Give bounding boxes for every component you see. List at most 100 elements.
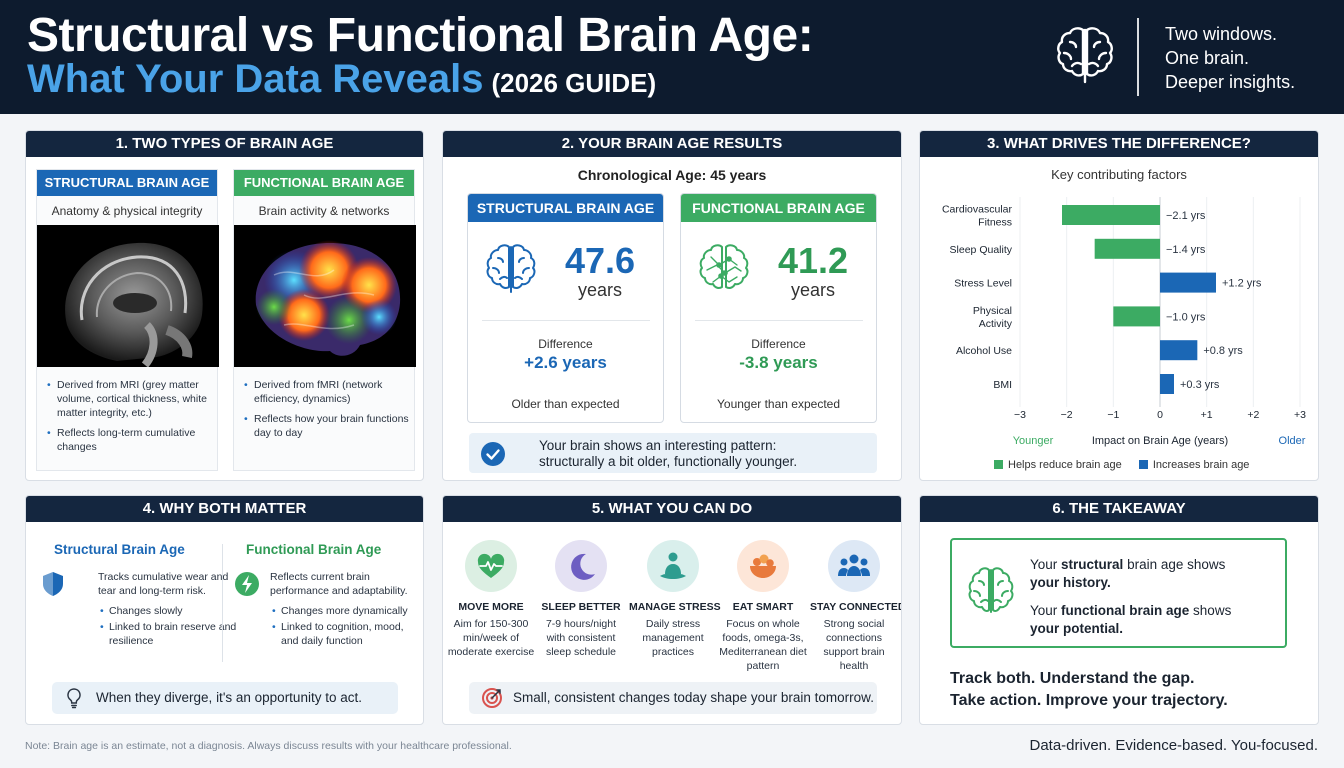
action-label: SLEEP BETTER [541, 601, 621, 613]
pattern-callout: Your brain shows an interesting pattern:… [469, 433, 877, 473]
panel-two-types: 1. TWO TYPES OF BRAIN AGE STRUCTURAL BRA… [25, 130, 424, 481]
list-item: Derived from MRI (grey matter volume, co… [47, 378, 215, 420]
action-manage-stress: MANAGE STRESS Daily stress management pr… [629, 540, 721, 659]
category-label: Sleep Quality [950, 244, 1013, 256]
category-label: Stress Level [954, 278, 1012, 290]
chart-bar [1062, 205, 1160, 225]
fmri-image [234, 225, 416, 367]
takeaway-emphasis: your history. [1030, 575, 1111, 590]
legend-increase: Increases brain age [1152, 459, 1250, 471]
functional-type-card: FUNCTIONAL BRAIN AGE Brain activity & ne… [233, 169, 416, 471]
takeaway-final-line: Take action. Improve your trajectory. [950, 692, 1228, 709]
panel-title: 6. THE TAKEAWAY [920, 496, 1318, 522]
action-sleep-better: SLEEP BETTER 7-9 hours/night with consis… [537, 540, 625, 659]
panel-title: 5. WHAT YOU CAN DO [443, 496, 901, 522]
tagline-line: Deeper insights. [1165, 72, 1296, 92]
functional-age-value: 41.2 [777, 240, 849, 281]
functional-matter-head: Functional Brain Age [246, 542, 382, 557]
action-move-more: MOVE MORE Aim for 150-300 min/week of mo… [447, 540, 535, 659]
category-label: Physical [973, 305, 1012, 317]
tagline: Two windows. One brain. Deeper insights. [1165, 22, 1295, 94]
tick-label: +1 [1201, 409, 1213, 421]
diverge-text: When they diverge, it's an opportunity t… [96, 690, 362, 705]
chart-legend: Helps reduce brain age Increases brain a… [994, 459, 1249, 471]
category-label: BMI [993, 379, 1012, 391]
list-item: Changes slowly [100, 604, 248, 618]
functional-diff-label: Difference [751, 337, 806, 351]
structural-diff-value: +2.6 years [524, 353, 607, 372]
action-label: MOVE MORE [458, 601, 524, 613]
food-bowl-icon [737, 540, 789, 592]
moon-icon [555, 540, 607, 592]
category-label: Activity [979, 318, 1013, 330]
list-item: Reflects long-term cumulative changes [47, 426, 215, 454]
functional-bullets: Derived from fMRI (network efficiency, d… [244, 378, 412, 446]
pattern-line: structurally a bit older, functionally y… [539, 454, 798, 469]
functional-matter-body: Reflects current brain performance and a… [270, 570, 420, 650]
action-label: EAT SMART [732, 601, 794, 613]
structural-matter-col: Structural Brain Age Tracks cumulative w… [43, 542, 236, 647]
action-desc: Strong social connections support brain … [823, 618, 885, 672]
structural-label: STRUCTURAL BRAIN AGE [37, 170, 217, 196]
category-label: Cardiovascular [942, 204, 1013, 216]
takeaway-structural: Your structural brain age shows your his… [1030, 556, 1280, 592]
value-label: −1.4 yrs [1166, 244, 1206, 256]
axis-left-label: Younger [1013, 435, 1054, 447]
chart-bar [1160, 374, 1174, 394]
value-label: +1.2 yrs [1222, 278, 1262, 290]
structural-age-unit: years [577, 280, 622, 300]
action-desc: Focus on whole foods, omega-3s, Mediterr… [719, 618, 807, 672]
takeaway-final-line: Track both. Understand the gap. [950, 670, 1195, 687]
structural-diff-label: Difference [538, 337, 593, 351]
functional-diff-note: Younger than expected [717, 397, 840, 411]
structural-matter-body: Tracks cumulative wear and tear and long… [98, 570, 248, 650]
takeaway-final: Track both. Understand the gap. Take act… [950, 668, 1228, 712]
list-item: Reflects how your brain functions day to… [244, 412, 412, 440]
tagline-line: Two windows. [1165, 24, 1278, 44]
panel-title: 4. WHY BOTH MATTER [26, 496, 423, 522]
structural-sub: Anatomy & physical integrity [51, 204, 203, 218]
action-label: MANAGE STRESS [629, 601, 721, 613]
action-desc: Aim for 150-300 min/week of moderate exe… [447, 618, 535, 658]
shield-icon [43, 572, 63, 596]
functional-result-label: FUNCTIONAL BRAIN AGE [681, 194, 876, 222]
header: Structural vs Functional Brain Age: What… [0, 0, 1344, 114]
panel-title: 3. WHAT DRIVES THE DIFFERENCE? [920, 131, 1318, 157]
functional-matter-col: Functional Brain Age Reflects current br… [235, 542, 422, 647]
tick-label: +3 [1294, 409, 1306, 421]
functional-sub: Brain activity & networks [258, 204, 390, 218]
pattern-text: Your brain shows an interesting pattern:… [539, 438, 797, 470]
chart-subtitle: Key contributing factors [1051, 167, 1187, 182]
takeaway-emphasis: your potential. [1030, 621, 1124, 636]
list-item: Derived from fMRI (network efficiency, d… [244, 378, 412, 406]
action-desc: Daily stress management practices [642, 618, 704, 658]
structural-result-card: STRUCTURAL BRAIN AGE 47.6 years Differen… [467, 193, 664, 423]
tick-label: +2 [1247, 409, 1259, 421]
footer-note: Note: Brain age is an estimate, not a di… [25, 740, 512, 752]
divider [482, 320, 650, 321]
takeaway-box: Your structural brain age shows your his… [950, 538, 1287, 648]
value-label: −1.0 yrs [1166, 311, 1206, 323]
takeaway-functional: Your functional brain age shows your pot… [1030, 602, 1280, 638]
brain-network-icon [699, 244, 749, 289]
people-icon [828, 540, 880, 592]
mri-image [37, 225, 219, 367]
tagline-line: One brain. [1165, 48, 1250, 68]
legend-swatch-increase [1138, 460, 1148, 469]
heart-pulse-icon [465, 540, 517, 592]
diverge-callout: When they diverge, it's an opportunity t… [52, 682, 398, 714]
chart-bar [1113, 306, 1160, 327]
brain-icon [1057, 27, 1113, 84]
check-circle-icon [481, 442, 505, 466]
lightbulb-icon [67, 688, 81, 709]
small-changes-callout: Small, consistent changes today shape yo… [469, 682, 877, 714]
structural-type-card: STRUCTURAL BRAIN AGE Anatomy & physical … [36, 169, 219, 471]
category-label: Alcohol Use [956, 345, 1012, 357]
title-suffix: (2026 GUIDE) [491, 68, 657, 98]
panel-results: 2. YOUR BRAIN AGE RESULTS Chronological … [442, 130, 902, 481]
axis-right-label: Older [1279, 435, 1306, 447]
value-label: −2.1 yrs [1166, 210, 1206, 222]
legend-reduce: Helps reduce brain age [1008, 459, 1122, 471]
functional-matter-desc: Reflects current brain performance and a… [270, 571, 408, 597]
